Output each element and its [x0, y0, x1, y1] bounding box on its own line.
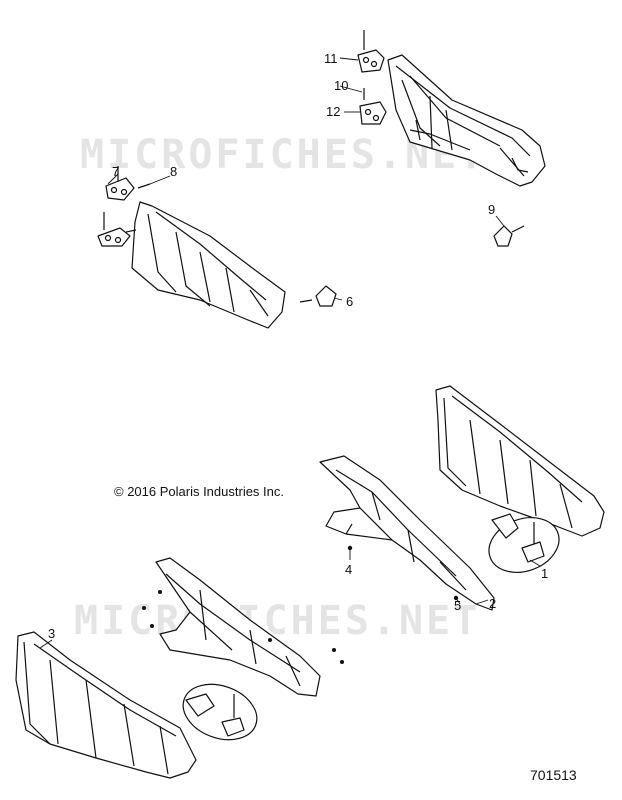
latch-6	[299, 285, 337, 307]
middle-door-frame	[319, 455, 495, 611]
callout-6: 6	[346, 294, 354, 309]
detail-oval-right	[488, 513, 560, 573]
lower-left-door-frame	[155, 557, 321, 697]
front-door-panel	[15, 631, 197, 779]
left-hinges	[97, 166, 151, 247]
callout-1: 1	[541, 566, 549, 581]
callout-2: 2	[489, 596, 497, 611]
diagram-part-number: 701513	[530, 767, 577, 783]
upper-door-panel	[131, 201, 286, 329]
upper-door-frame	[387, 54, 546, 187]
callout-9: 9	[488, 202, 496, 217]
callout-10: 10	[334, 78, 349, 93]
latch-9	[493, 225, 525, 247]
leader-lines	[39, 57, 541, 649]
watermark-bottom: MICROFICHES.NET	[74, 598, 481, 644]
callout-5: 5	[454, 598, 462, 613]
callout-3: 3	[48, 626, 56, 641]
callout-8: 8	[170, 164, 178, 179]
callout-7: 7	[112, 164, 120, 179]
detail-oval-left	[182, 683, 258, 741]
callout-11: 11	[324, 51, 338, 66]
copyright-text: © 2016 Polaris Industries Inc.	[114, 484, 284, 499]
callout-12: 12	[326, 104, 341, 119]
upper-hinges	[357, 30, 387, 125]
callout-4: 4	[345, 562, 353, 577]
lower-right-door-panel	[435, 385, 605, 537]
